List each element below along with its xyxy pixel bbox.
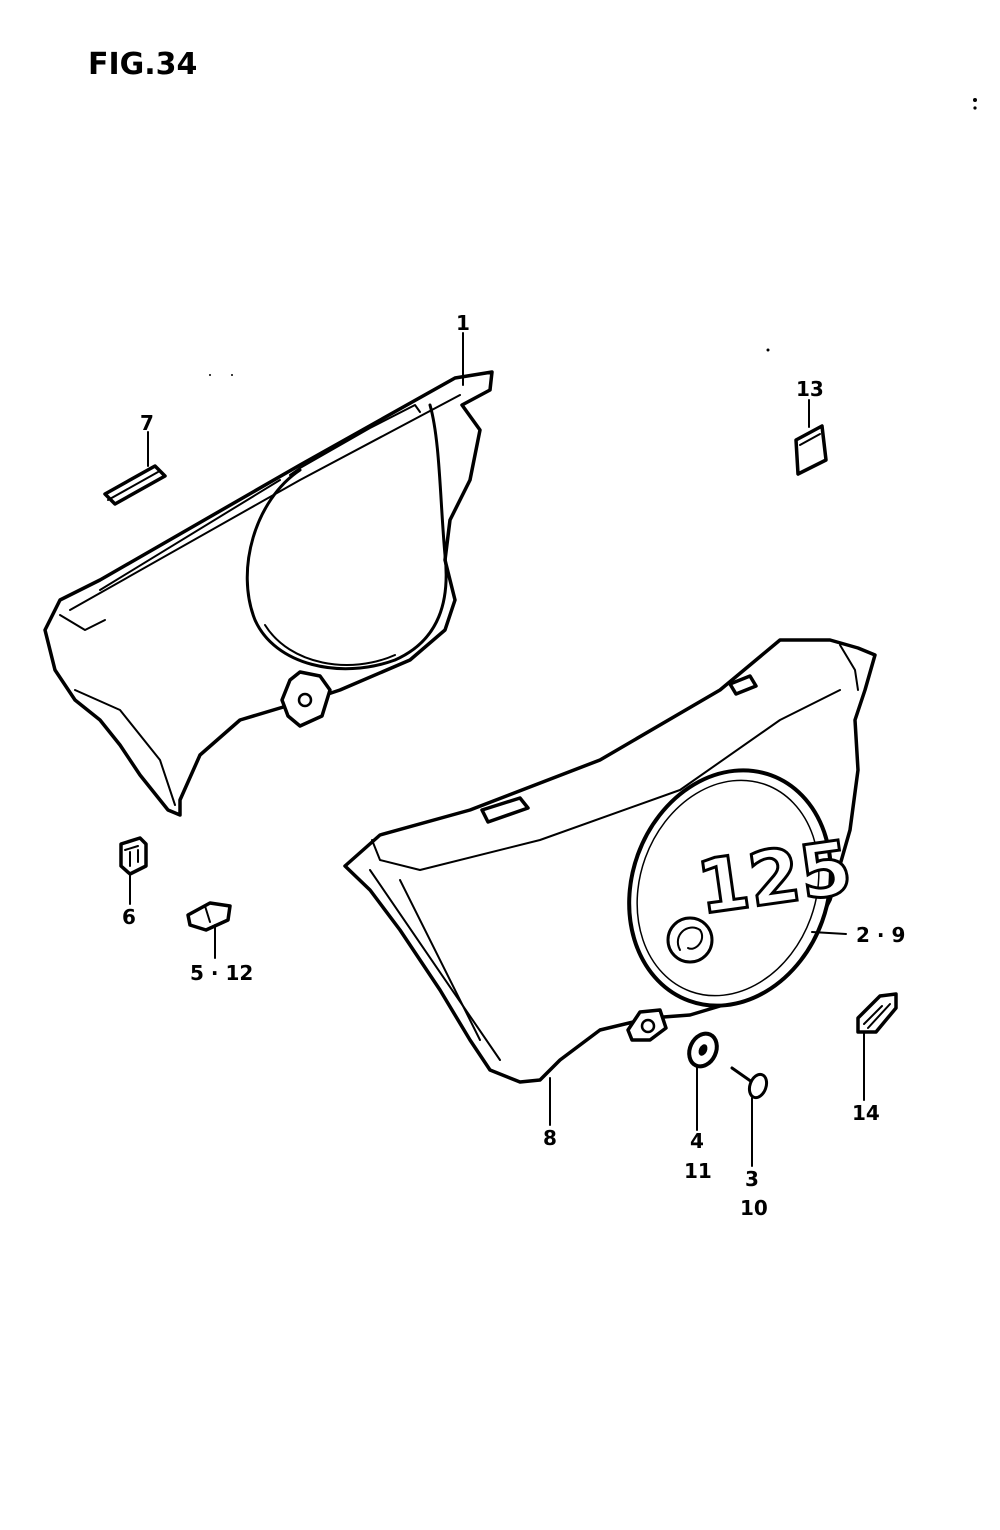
callout-3: 3 <box>745 1167 759 1191</box>
part-6-grommet <box>119 836 148 876</box>
part-4-11-washer <box>687 1031 719 1069</box>
part-14-emblem <box>856 992 898 1034</box>
scan-specks <box>209 98 977 376</box>
callout-2-9: 2 · 9 <box>856 923 905 947</box>
callout-6: 6 <box>122 905 136 929</box>
callout-7: 7 <box>140 411 154 435</box>
part-3-10-screw <box>730 1066 769 1100</box>
leader-lines <box>129 332 865 1167</box>
callout-14: 14 <box>852 1101 880 1125</box>
part-5-12-clip <box>186 901 232 932</box>
left-side-cover <box>43 370 494 817</box>
callout-13: 13 <box>796 377 824 401</box>
callout-11: 11 <box>684 1159 712 1183</box>
callout-8: 8 <box>543 1126 557 1150</box>
callout-4: 4 <box>690 1129 704 1153</box>
callout-5-12: 5 · 12 <box>190 961 253 985</box>
callout-10: 10 <box>740 1196 768 1220</box>
callout-1: 1 <box>456 311 470 335</box>
part-7-strip <box>103 464 167 506</box>
figure-title: FIG.34 <box>88 47 197 82</box>
right-side-cover: 125 <box>343 638 877 1084</box>
part-13-label <box>794 424 828 476</box>
callouts: 1 7 13 6 5 · 12 2 · 9 8 4 11 3 10 14 <box>122 311 905 1220</box>
brand-logo <box>666 916 714 964</box>
